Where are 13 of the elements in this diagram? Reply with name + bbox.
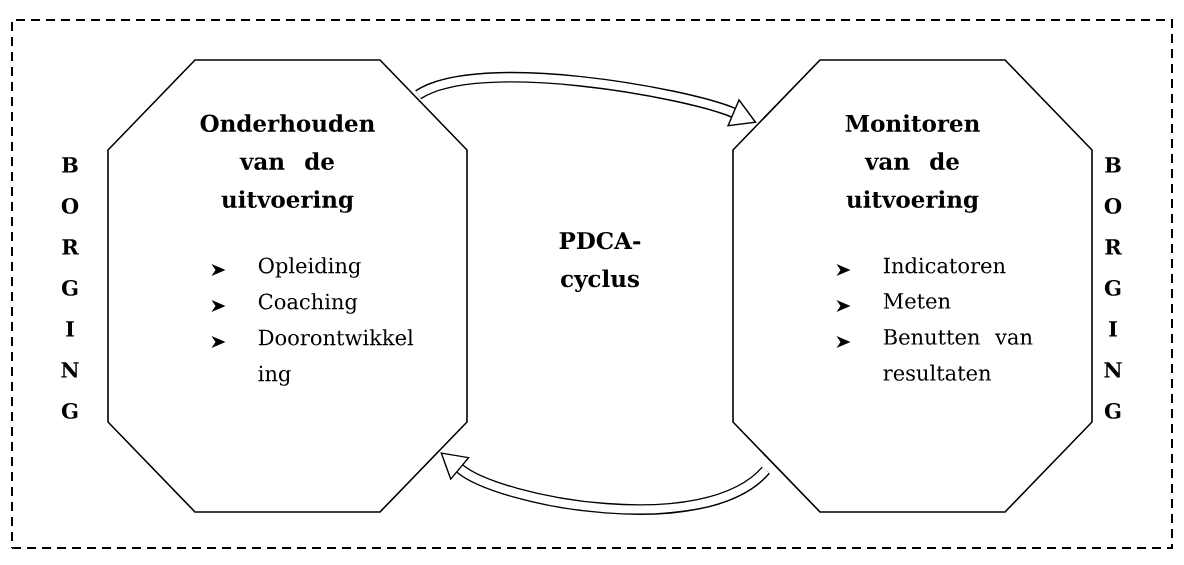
list-item: Benutten van resultaten (883, 329, 1033, 381)
vertical-label: B O R G I N G (61, 157, 79, 419)
list-item: Coaching (258, 293, 358, 314)
block-arrow (415, 71, 757, 127)
heading: Onderhouden van de uitvoering (200, 114, 375, 213)
list-item: Opleiding (258, 257, 361, 278)
vertical-label: B O R G I N G (1104, 157, 1122, 419)
center-label: PDCA-cyclus (559, 231, 641, 293)
list-item: Meten (883, 293, 951, 309)
list-item: Doorontwikkel ing (258, 329, 414, 386)
list-item: Indicatoren (883, 257, 1006, 274)
block-arrow (440, 452, 770, 515)
heading: Monitoren van de uitvoering (845, 114, 980, 213)
